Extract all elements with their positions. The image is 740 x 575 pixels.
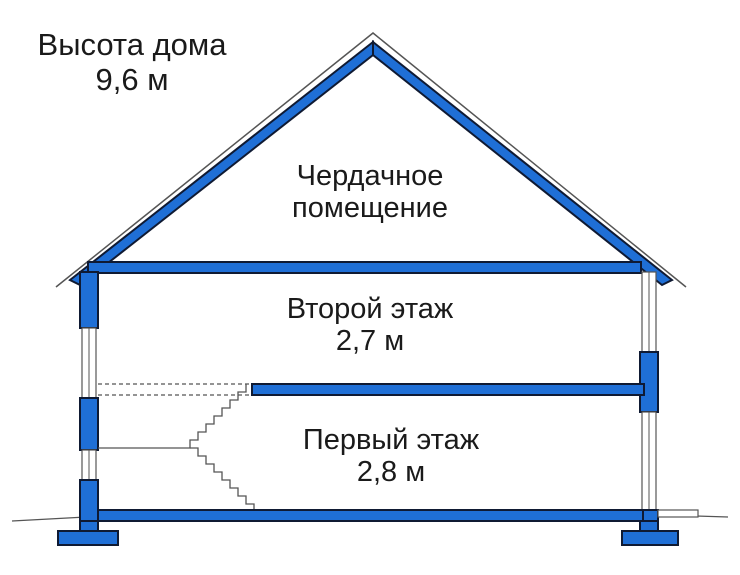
staircase (98, 384, 247, 449)
first-floor-height: 2,8 м (356, 456, 426, 489)
house-height-title: Высота дома (37, 27, 227, 62)
attic-floor-slab (87, 261, 642, 274)
second-floor-label: Второй этаж 2,7 м (248, 293, 492, 358)
second-floor-height: 2,7 м (335, 325, 405, 358)
ground-floor-slab (97, 509, 644, 522)
attic-label-line1: Чердачное (296, 160, 444, 192)
foundations (57, 520, 679, 546)
attic-label: Чердачное помещение (248, 160, 492, 225)
roof-structure (68, 39, 674, 287)
left-wall (79, 271, 99, 529)
right-wall (639, 271, 659, 531)
house-height-value: 9,6 м (95, 61, 169, 97)
house-height-label: Высота дома 9,6 м (18, 27, 246, 97)
first-floor-label: Первый этаж 2,8 м (266, 424, 516, 489)
roof-outline (55, 32, 687, 288)
attic-label-line2: помещение (292, 192, 448, 225)
staircase-lower (190, 447, 262, 512)
second-floor-slab (251, 383, 645, 396)
stair-opening (98, 383, 252, 396)
first-floor-title: Первый этаж (302, 424, 480, 456)
entry-step (657, 509, 699, 518)
second-floor-title: Второй этаж (286, 293, 454, 325)
